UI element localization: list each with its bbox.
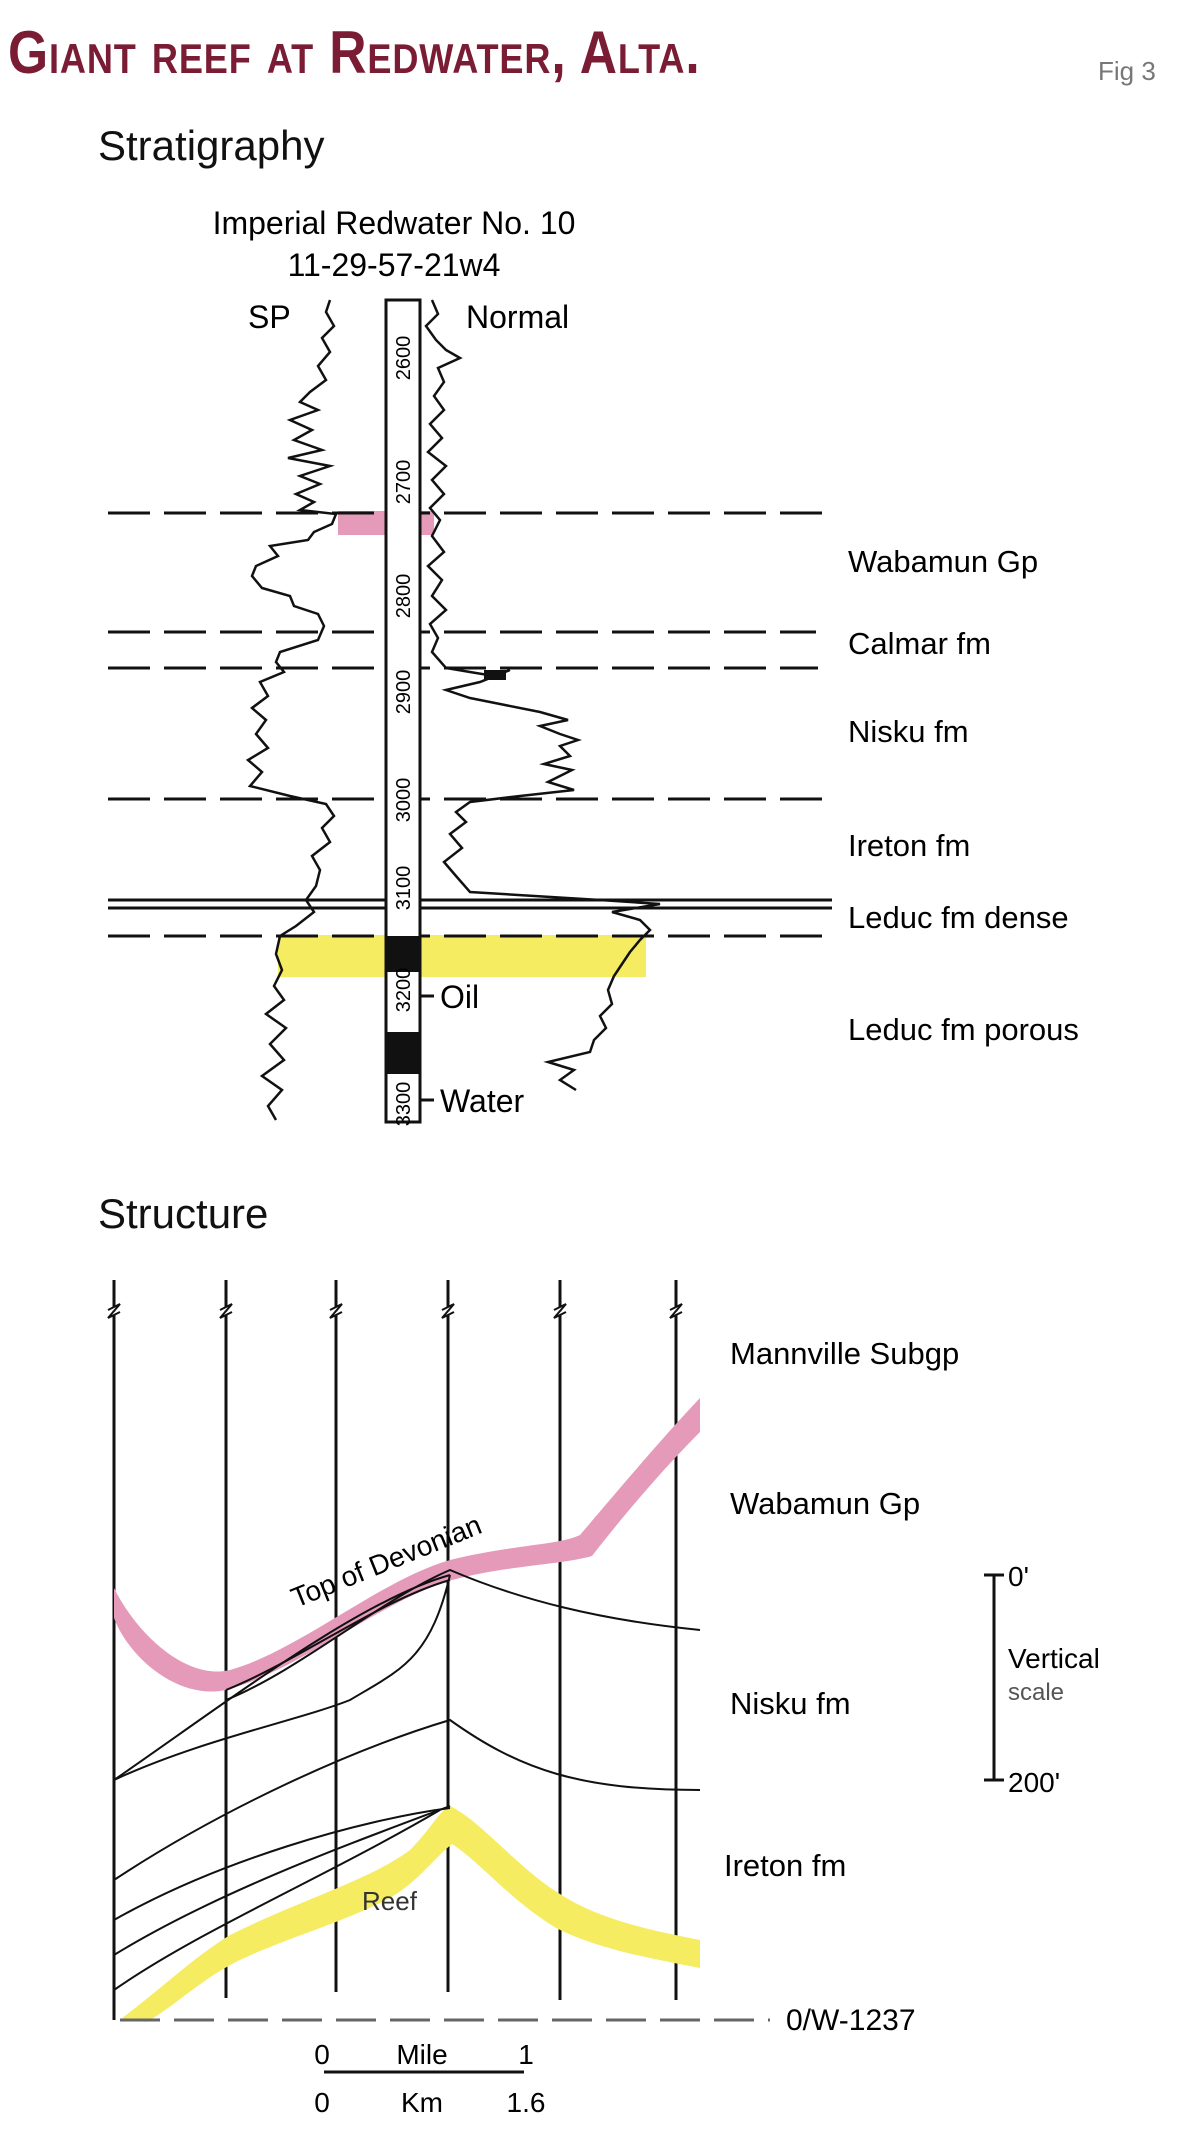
- datum-label: 0/W-1237: [786, 2004, 916, 2037]
- top-of-devonian-band: [114, 1398, 700, 1692]
- vertical-scale: [984, 1573, 1004, 1782]
- normal-curve: [424, 299, 661, 1092]
- sp-label: SP: [248, 299, 291, 335]
- formation-label: Wabamun Gp: [848, 544, 1038, 579]
- horizon-lines: [113, 1568, 701, 1991]
- water-label: Water: [440, 1083, 525, 1119]
- depth-label: 3100: [393, 866, 415, 911]
- depth-label: 3000: [393, 778, 415, 823]
- normal-label: Normal: [466, 299, 569, 335]
- vscale-label-2: scale: [1008, 1679, 1064, 1706]
- vscale-bottom: 200': [1008, 1767, 1060, 1798]
- hscale-mile-start: 0: [314, 2039, 330, 2070]
- structure-formation-label: Nisku fm: [730, 1686, 851, 1721]
- reef-band: [122, 1806, 700, 2022]
- depth-label: 2700: [393, 460, 415, 505]
- hscale-mile-label: Mile: [396, 2039, 447, 2070]
- depth-label: 2800: [393, 574, 415, 619]
- figure-number: Fig 3: [1098, 56, 1156, 86]
- vscale-top: 0': [1008, 1561, 1029, 1592]
- formation-label: Leduc fm porous: [848, 1012, 1079, 1047]
- formation-label: Ireton fm: [848, 828, 970, 863]
- depth-label: 3300: [393, 1082, 415, 1127]
- oil-label: Oil: [440, 979, 479, 1015]
- water-interval: [386, 1032, 420, 1074]
- figure-title: Giant reef at Redwater, Alta.: [8, 19, 701, 86]
- structure-cross-section: 0/W-1237 Top of Devonian Reef Mannville …: [107, 1280, 1100, 2118]
- formation-boundaries: [108, 511, 832, 938]
- depth-label: 3200: [393, 968, 415, 1013]
- depth-labels: 2600 2700 2800 2900 3000 3100 3200 3300: [393, 336, 415, 1127]
- well-name: Imperial Redwater No. 10: [213, 205, 576, 241]
- oil-yellow-band: [278, 935, 646, 977]
- hscale-km-start: 0: [314, 2087, 330, 2118]
- formation-labels: Wabamun Gp Calmar fm Nisku fm Ireton fm Ledu…: [848, 544, 1079, 1047]
- hscale-km-end: 1.6: [507, 2087, 546, 2118]
- formation-label: Leduc fm dense: [848, 900, 1069, 935]
- stratigraphy-heading: Stratigraphy: [98, 122, 325, 169]
- hscale-mile-end: 1: [518, 2039, 534, 2070]
- structure-heading: Structure: [98, 1190, 269, 1237]
- depth-label: 2600: [393, 336, 415, 381]
- formation-label: Nisku fm: [848, 714, 969, 749]
- break-marks: [107, 1303, 683, 1319]
- hscale-km-label: Km: [401, 2087, 443, 2118]
- vscale-label-1: Vertical: [1008, 1643, 1100, 1674]
- structure-formation-label: Wabamun Gp: [730, 1486, 920, 1521]
- structure-formation-label: Mannville Subgp: [730, 1336, 959, 1371]
- log-mark: [484, 670, 506, 680]
- formation-label: Calmar fm: [848, 626, 991, 661]
- well-location: 11-29-57-21w4: [288, 247, 501, 283]
- sp-curve: [245, 299, 338, 1121]
- oil-interval: [386, 936, 420, 972]
- depth-label: 2900: [393, 670, 415, 715]
- reef-label: Reef: [362, 1886, 418, 1916]
- structure-formation-label: Ireton fm: [724, 1848, 846, 1883]
- stratigraphy-log: Imperial Redwater No. 10 11-29-57-21w4 S…: [108, 205, 1079, 1127]
- depth-track: [384, 298, 422, 1124]
